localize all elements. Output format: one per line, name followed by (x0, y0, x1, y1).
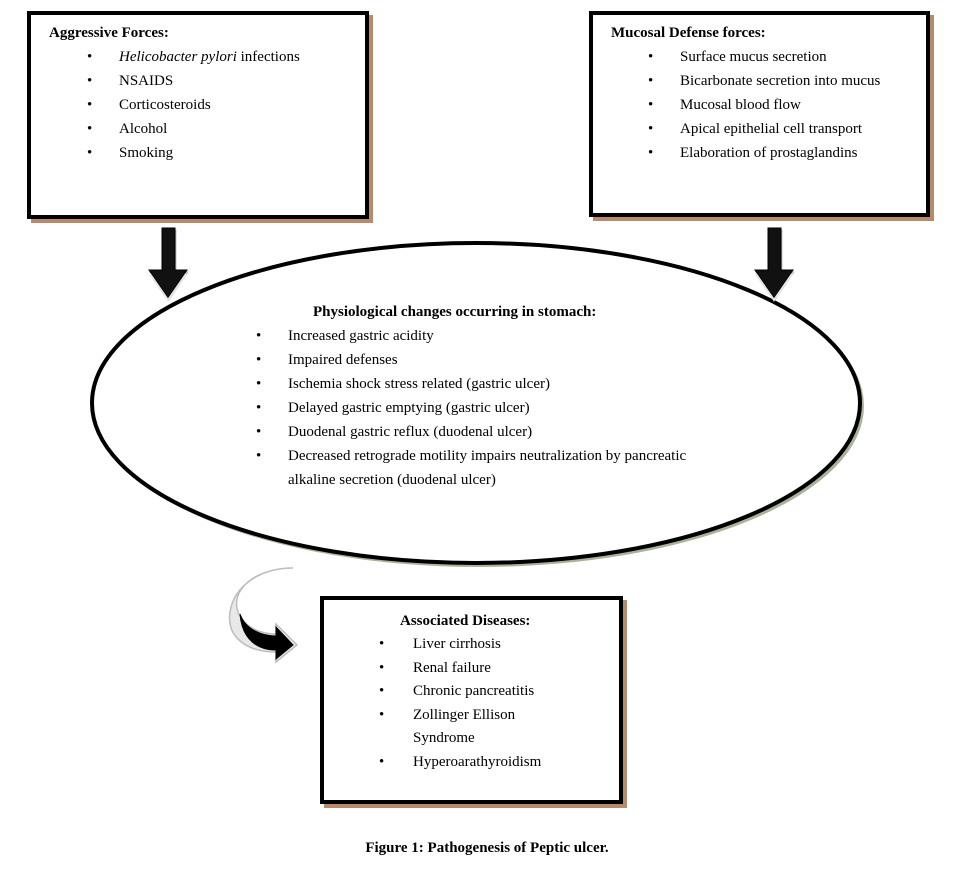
list-item: NSAIDS (49, 69, 365, 93)
mucosal-defense-box: Mucosal Defense forces: Surface mucus se… (589, 11, 930, 217)
list-item: Decreased retrograde motility impairs ne… (251, 444, 691, 492)
list-item: Hyperoarathyroidism (379, 751, 543, 775)
figure-caption: Figure 1: Pathogenesis of Peptic ulcer. (365, 840, 609, 856)
list-item: Smoking (49, 141, 365, 165)
list-item: Mucosal blood flow (611, 93, 926, 117)
aggressive-forces-box: Aggressive Forces: Helicobacter pylori i… (27, 11, 369, 219)
italic-text: Helicobacter pylori (119, 49, 237, 65)
list-item: Corticosteroids (49, 93, 365, 117)
list-item: Impaired defenses (251, 348, 691, 372)
list-item: Zollinger Ellison Syndrome (379, 704, 543, 751)
aggressive-forces-list: Helicobacter pylori infections NSAIDS Co… (49, 45, 365, 165)
list-item: Helicobacter pylori infections (49, 45, 365, 69)
left-down-arrow-icon (148, 227, 189, 302)
list-item: Delayed gastric emptying (gastric ulcer) (251, 396, 691, 420)
physiological-changes-content: Physiological changes occurring in stoma… (251, 303, 691, 492)
mucosal-defense-list: Surface mucus secretion Bicarbonate secr… (611, 45, 926, 165)
list-item: Bicarbonate secretion into mucus (611, 69, 926, 93)
mucosal-defense-title: Mucosal Defense forces: (611, 25, 766, 41)
associated-diseases-box: Associated Diseases: Liver cirrhosis Ren… (320, 596, 623, 804)
list-item: Alcohol (49, 117, 365, 141)
physiological-changes-list: Increased gastric acidity Impaired defen… (251, 324, 691, 492)
right-down-arrow-icon (754, 227, 795, 302)
list-item: Elaboration of prostaglandins (611, 141, 926, 165)
list-item: Duodenal gastric reflux (duodenal ulcer) (251, 420, 691, 444)
list-item: Apical epithelial cell transport (611, 117, 926, 141)
list-item: Increased gastric acidity (251, 324, 691, 348)
associated-diseases-title: Associated Diseases: (400, 613, 531, 629)
aggressive-forces-title: Aggressive Forces: (49, 25, 169, 41)
list-item: Chronic pancreatitis (379, 680, 543, 704)
associated-diseases-list: Liver cirrhosis Renal failure Chronic pa… (379, 633, 619, 775)
list-item: Ischemia shock stress related (gastric u… (251, 372, 691, 396)
physiological-changes-title: Physiological changes occurring in stoma… (313, 304, 597, 320)
curved-arrow-icon (228, 567, 299, 664)
list-item: Liver cirrhosis (379, 633, 543, 657)
list-item: Renal failure (379, 657, 543, 681)
list-item: Surface mucus secretion (611, 45, 926, 69)
